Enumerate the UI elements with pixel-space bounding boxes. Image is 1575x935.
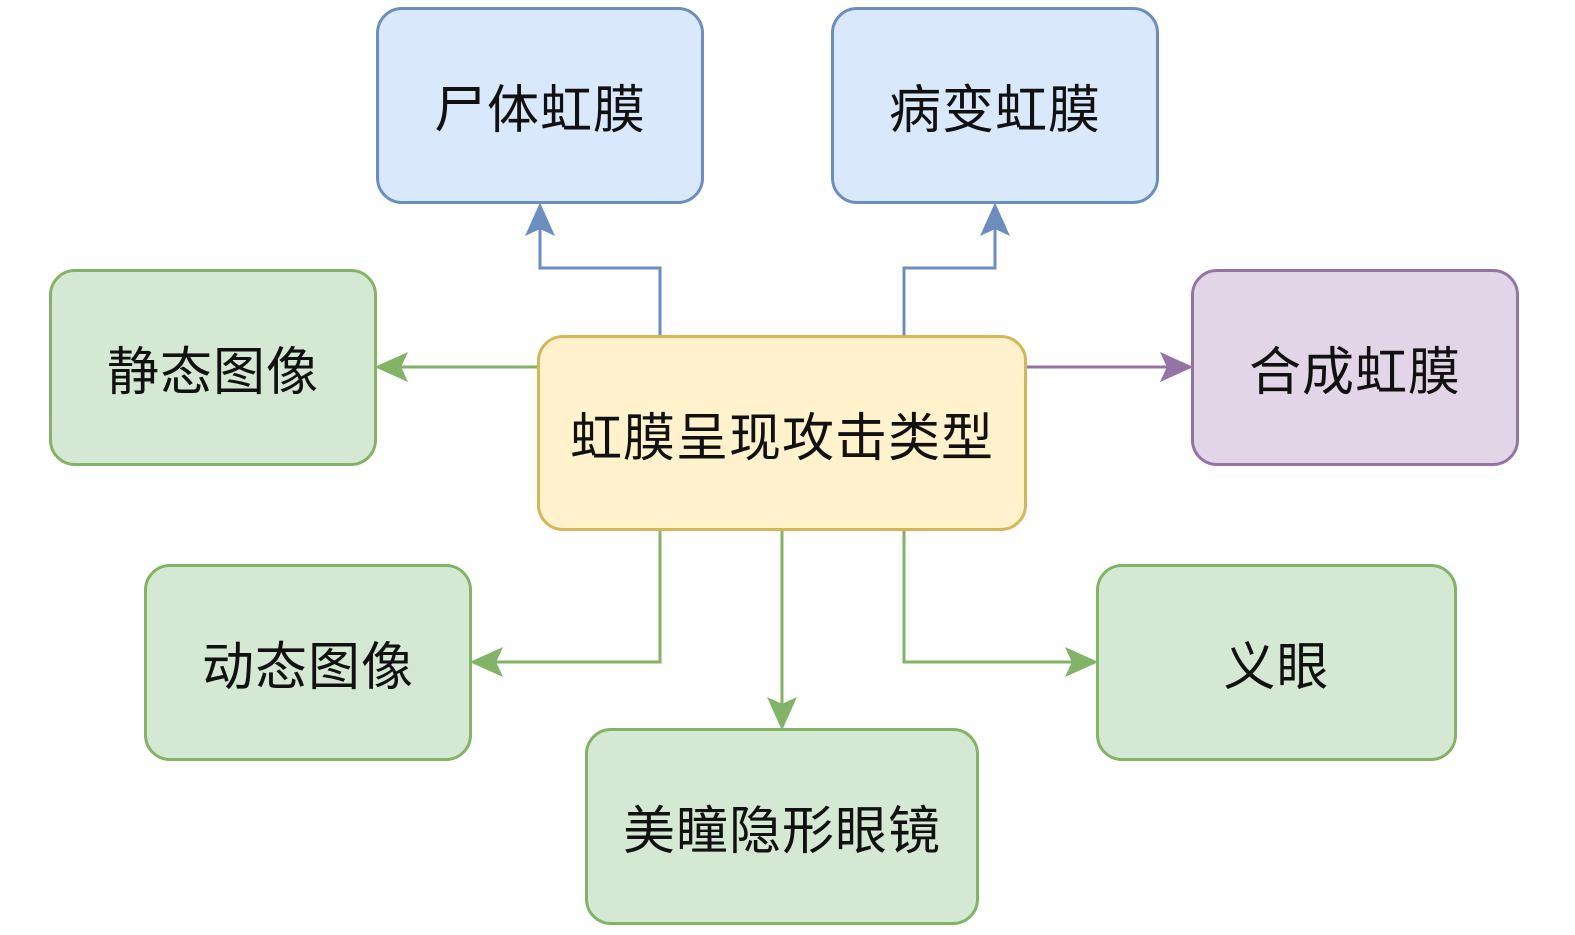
arrowhead-bottom — [766, 696, 798, 731]
edge-center-to-left2 — [495, 531, 662, 664]
arrowhead-left2 — [469, 646, 504, 678]
node-cosmetic-contact-lens: 美瞳隐形眼镜 — [585, 728, 979, 925]
node-label: 动态图像 — [201, 638, 414, 698]
node-cadaver-iris: 尸体虹膜 — [376, 7, 704, 204]
node-diseased-iris: 病变虹膜 — [831, 7, 1159, 204]
arrowhead-left1 — [374, 351, 409, 383]
node-label: 义眼 — [1223, 638, 1330, 698]
node-dynamic-image: 动态图像 — [144, 564, 472, 761]
arrowhead-right1 — [1159, 351, 1194, 383]
node-label: 合成虹膜 — [1248, 343, 1461, 403]
arrowhead-top1 — [524, 202, 556, 237]
node-prosthetic-eye: 义眼 — [1096, 564, 1457, 761]
center-node: 虹膜呈现攻击类型 — [537, 335, 1027, 531]
node-label: 尸体虹膜 — [433, 81, 646, 141]
node-label: 美瞳隐形眼镜 — [622, 802, 941, 862]
node-label: 静态图像 — [106, 343, 319, 403]
arrowhead-right2 — [1064, 646, 1099, 678]
edge-center-to-top1 — [538, 228, 662, 335]
node-static-image: 静态图像 — [49, 269, 377, 466]
node-label: 病变虹膜 — [888, 81, 1101, 141]
node-synthetic-iris: 合成虹膜 — [1191, 269, 1519, 466]
edge-center-to-top2 — [902, 228, 997, 335]
edge-center-to-right2 — [902, 531, 1073, 664]
center-node-label: 虹膜呈现攻击类型 — [569, 408, 994, 469]
arrowhead-top2 — [979, 202, 1011, 237]
